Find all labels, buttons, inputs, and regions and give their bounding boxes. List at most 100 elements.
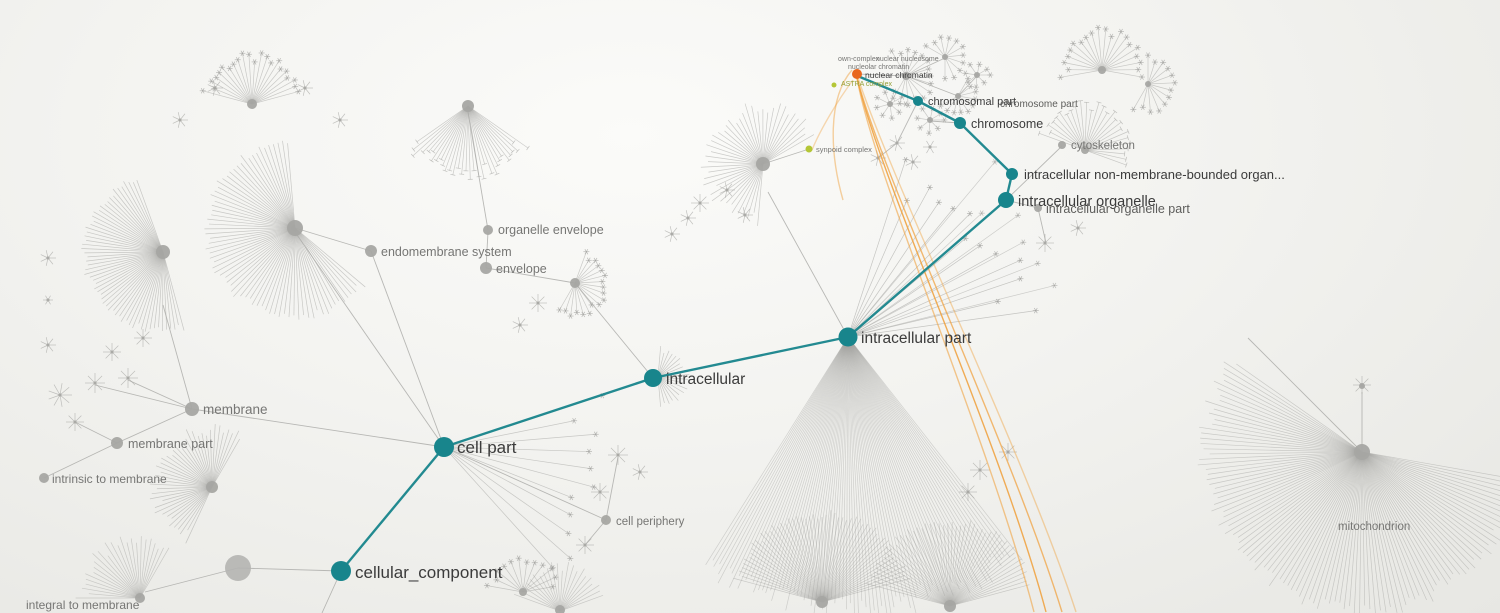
cluster-ray (422, 105, 469, 153)
cluster-ray (185, 486, 213, 544)
cluster-ray (294, 227, 349, 298)
hub-node[interactable] (365, 245, 377, 257)
hub-node[interactable] (816, 596, 828, 608)
label-astra-complex[interactable]: ASTRA complex (841, 81, 892, 88)
cluster-ray (496, 570, 524, 593)
label-synpoid-complex[interactable]: synpoid complex (816, 145, 872, 154)
cluster-ray (949, 526, 957, 607)
hub-node[interactable] (927, 117, 933, 123)
hub-node[interactable] (1145, 81, 1151, 87)
hub-node[interactable] (519, 588, 527, 596)
label-membrane[interactable]: membrane (203, 402, 268, 417)
node-intracellular[interactable] (644, 369, 662, 387)
cluster-ray (762, 133, 806, 165)
label-membrane-part[interactable]: membrane part (128, 437, 213, 451)
cluster-ray (810, 336, 849, 606)
hub-node[interactable] (1098, 66, 1106, 74)
cluster-ray (85, 226, 164, 253)
hub-node[interactable] (1034, 204, 1042, 212)
cluster-ray (151, 486, 213, 495)
hub-node[interactable] (111, 437, 123, 449)
hub-node[interactable] (39, 473, 49, 483)
hub-node[interactable] (1081, 146, 1089, 154)
cluster-tick-tip (1088, 109, 1094, 111)
cluster-ray (136, 542, 141, 599)
hub-node[interactable] (942, 54, 948, 60)
label-intracellular-non-membrane-bounded-organelle[interactable]: intracellular non-membrane-bounded organ… (1024, 167, 1285, 182)
node-cellular-component[interactable] (331, 561, 351, 581)
hub-node[interactable] (462, 100, 474, 112)
hub-node[interactable] (480, 262, 492, 274)
label-cell-part[interactable]: cell part (457, 438, 517, 457)
hub-node[interactable] (1354, 444, 1370, 460)
label-chromosome-part[interactable]: chromosome part (1000, 99, 1078, 110)
node-intracellular-non-membrane-bounded-organelle[interactable] (1006, 168, 1018, 180)
cluster-ray (94, 251, 164, 290)
label-intracellular-organelle[interactable]: intracellular organelle (1018, 194, 1156, 210)
hub-node[interactable] (902, 72, 910, 80)
label-cytoskeleton[interactable]: cytoskeleton (1071, 140, 1135, 152)
hub-node[interactable] (185, 402, 199, 416)
cluster-ray (112, 188, 164, 253)
cluster-ray (762, 114, 789, 165)
node-intracellular-organelle[interactable] (998, 192, 1014, 208)
hub-node[interactable] (570, 278, 580, 288)
label-intrinsic-to-membrane[interactable]: intrinsic to membrane (52, 472, 167, 486)
cluster-ray (114, 251, 164, 316)
cluster-ray (1361, 451, 1500, 496)
label-chromosomal-part[interactable]: chromosomal part (928, 96, 1016, 108)
hub-node[interactable] (247, 99, 257, 109)
cluster-ray (107, 555, 141, 599)
mini-cluster-ray (972, 462, 981, 471)
hub-node[interactable] (1058, 141, 1066, 149)
label-nuclear-chromatin[interactable]: nuclear chromatin (865, 70, 933, 80)
label-endomembrane-system[interactable]: endomembrane system (381, 245, 512, 259)
hub-node[interactable] (601, 515, 611, 525)
node-nuclear-chromatin[interactable] (852, 69, 862, 79)
hub-node[interactable] (944, 600, 956, 612)
node-intracellular-part[interactable] (838, 327, 858, 347)
hub-node[interactable] (1359, 383, 1365, 389)
hub-node[interactable] (974, 72, 980, 78)
hub-node[interactable] (135, 593, 145, 603)
cluster-star-tip (1033, 307, 1038, 314)
hub-node[interactable] (483, 225, 493, 235)
hub-node[interactable] (756, 157, 770, 171)
node-chromosomal-part[interactable] (913, 96, 923, 106)
cluster-ray (1206, 451, 1363, 481)
label-nucleolar-chromatin[interactable]: nucleolar chromatin (848, 64, 909, 71)
label-own-complex[interactable]: own-complex (838, 56, 880, 63)
label-mitochondrion[interactable]: mitochondrion (1338, 521, 1410, 533)
label-nuclear-nucleosome[interactable]: nuclear nucleosome (876, 56, 939, 63)
label-intracellular-part[interactable]: intracellular part (861, 330, 972, 347)
cluster-ray (155, 465, 213, 488)
cluster-star-tip (1131, 106, 1136, 113)
node-cell-part[interactable] (434, 437, 454, 457)
label-intracellular-organelle-part[interactable]: intracellular organelle part (1046, 202, 1190, 216)
hub-node[interactable] (555, 605, 565, 613)
label-cell-periphery[interactable]: cell periphery (616, 516, 685, 528)
cluster-ray (925, 45, 946, 58)
cluster-ray (821, 533, 878, 603)
hub-node[interactable] (156, 245, 170, 259)
cluster-ray (169, 486, 213, 527)
label-envelope[interactable]: envelope (496, 262, 547, 276)
cluster-ray (1361, 451, 1410, 598)
cluster-star-tip (1153, 59, 1157, 65)
label-chromosome[interactable]: chromosome (971, 117, 1043, 131)
label-intracellular[interactable]: intracellular (666, 371, 745, 388)
cluster-ray (261, 227, 296, 307)
label-integral-to-membrane[interactable]: integral to membrane (26, 598, 140, 612)
hub-node[interactable] (887, 101, 893, 107)
label-organelle-envelope[interactable]: organelle envelope (498, 223, 604, 237)
node-chromosome[interactable] (954, 117, 966, 129)
node-astra-complex[interactable] (831, 82, 837, 88)
node-synpoid-complex[interactable] (805, 145, 813, 153)
label-cellular-component[interactable]: cellular_component (355, 563, 503, 582)
cluster-ray (559, 565, 574, 612)
hub-node[interactable] (287, 220, 303, 236)
hub-node[interactable] (206, 481, 218, 493)
hub-node[interactable] (955, 93, 961, 99)
